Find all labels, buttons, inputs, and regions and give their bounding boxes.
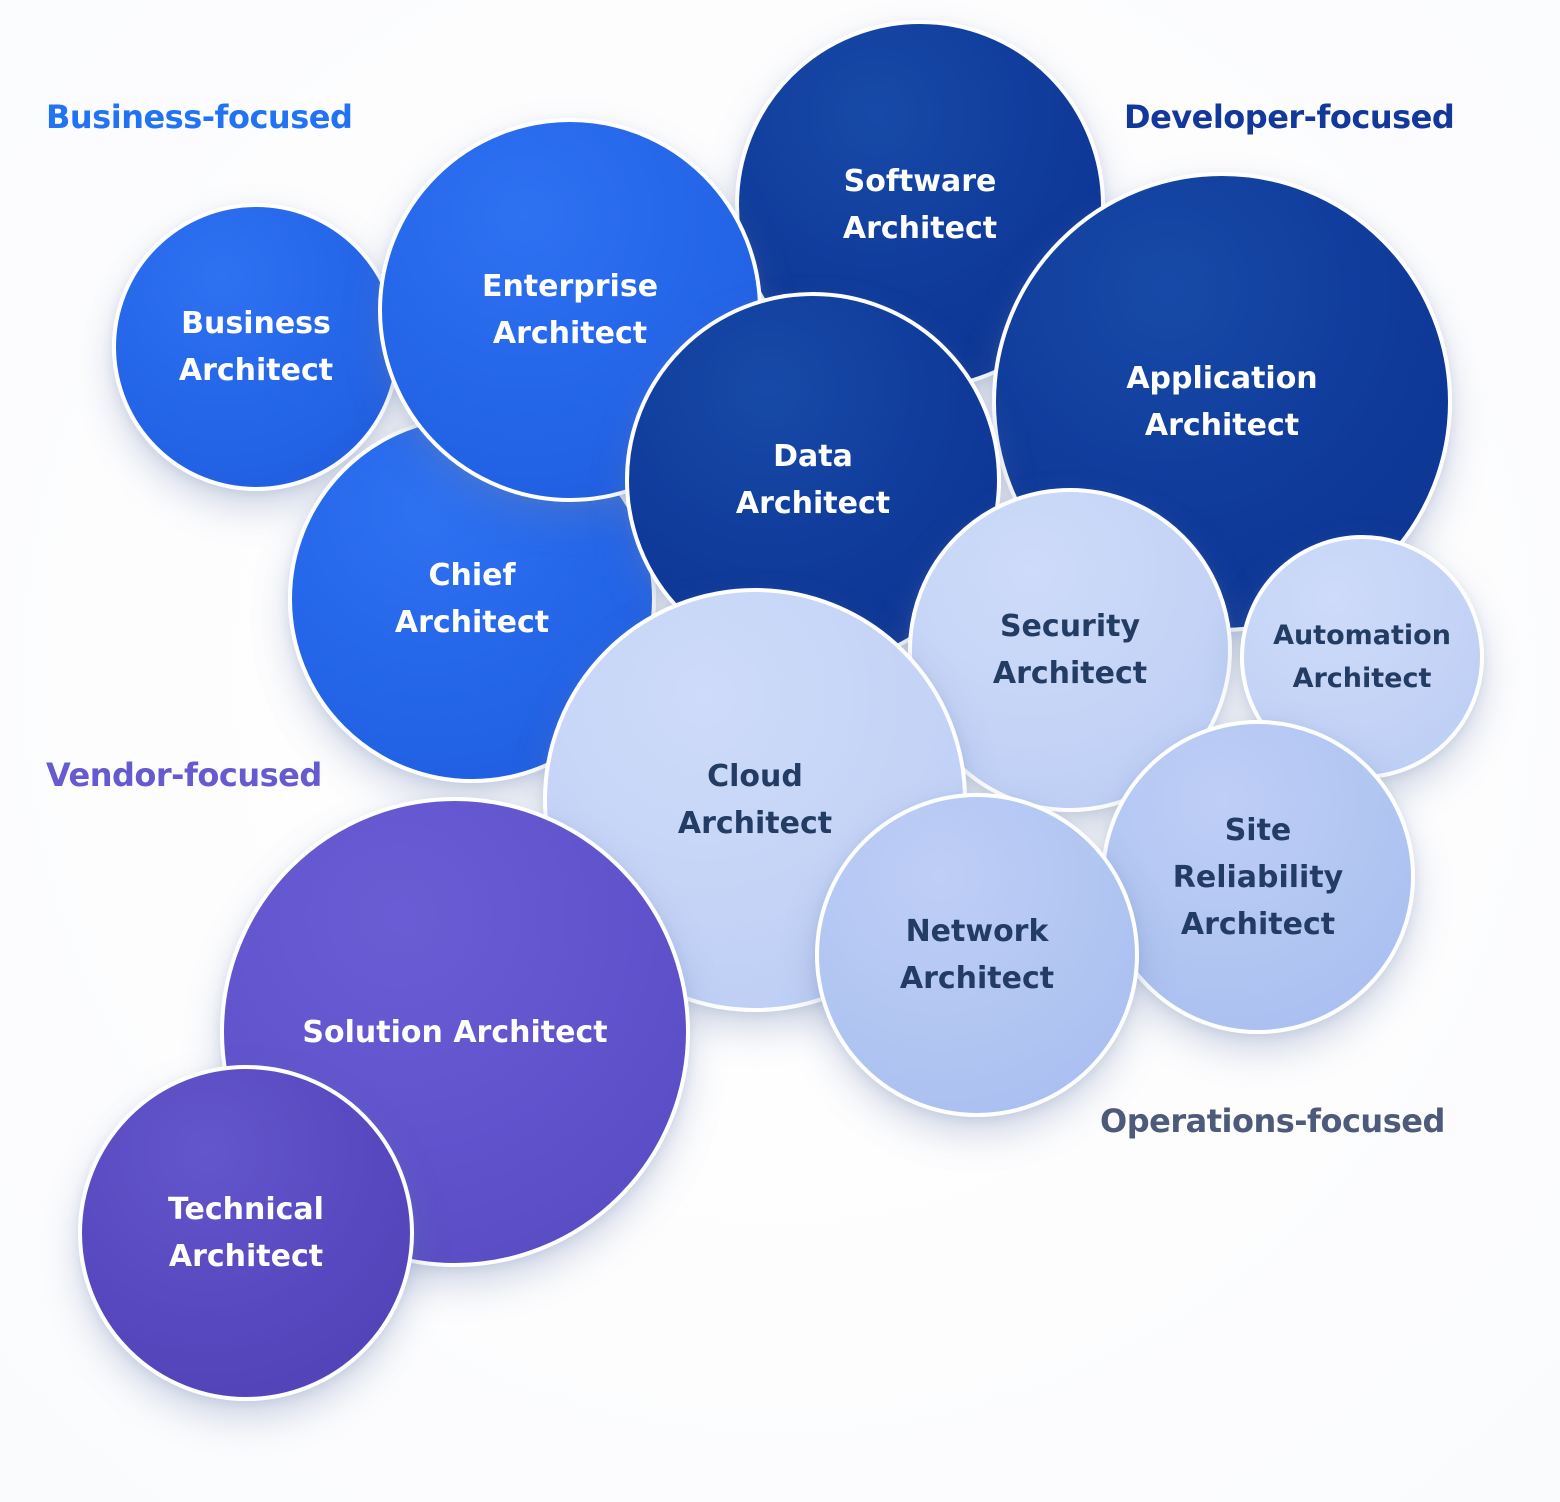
bubble-label: Enterprise Architect bbox=[481, 269, 659, 351]
bubble-label: Network Architect bbox=[899, 914, 1055, 996]
bubble-label: Business Architect bbox=[178, 306, 334, 388]
bubble-label: Automation Architect bbox=[1273, 620, 1451, 694]
bubble-network-architect: Network Architect bbox=[815, 793, 1139, 1117]
bubble-label: Security Architect bbox=[992, 609, 1148, 691]
bubble-site-reliability-architect: Site Reliability Architect bbox=[1101, 720, 1415, 1034]
group-label-developer-focused: Developer-focused bbox=[1124, 98, 1455, 136]
bubble-label: Data Architect bbox=[735, 439, 891, 521]
bubble-label: Application Architect bbox=[1126, 361, 1318, 443]
bubble-label: Solution Architect bbox=[302, 1014, 608, 1050]
bubble-label: Technical Architect bbox=[168, 1192, 324, 1274]
bubble-label: Cloud Architect bbox=[677, 759, 833, 841]
group-label-vendor-focused: Vendor-focused bbox=[46, 756, 322, 794]
bubble-business-architect: Business Architect bbox=[112, 203, 400, 491]
bubble-enterprise-architect: Enterprise Architect bbox=[378, 118, 762, 502]
bubble-technical-architect: Technical Architect bbox=[78, 1065, 414, 1401]
bubble-label: Chief Architect bbox=[394, 558, 550, 640]
group-label-operations-focused: Operations-focused bbox=[1100, 1102, 1445, 1140]
bubble-label: Site Reliability Architect bbox=[1172, 812, 1344, 942]
group-label-business-focused: Business-focused bbox=[46, 98, 353, 136]
bubble-label: Software Architect bbox=[842, 164, 998, 246]
